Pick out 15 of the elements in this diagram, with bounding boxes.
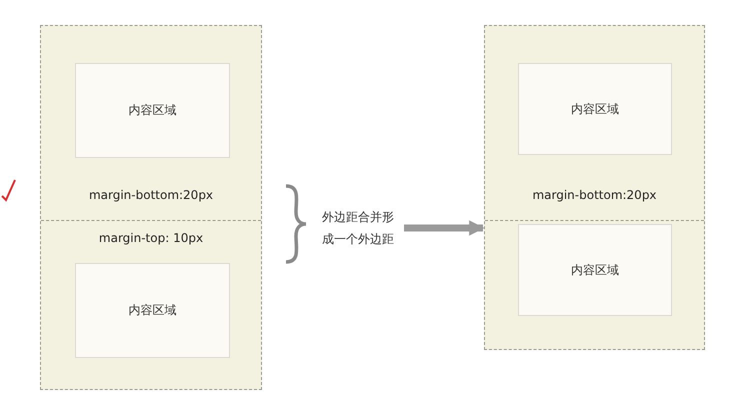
content-label: 内容区域 xyxy=(128,102,176,119)
content-label: 内容区域 xyxy=(571,100,619,118)
content-box xyxy=(75,63,230,158)
content-label: 内容区域 xyxy=(571,262,619,278)
margin-label: margin-bottom:20px xyxy=(88,188,214,202)
arrow xyxy=(404,220,485,236)
margin-label: margin-top: 10px xyxy=(98,231,204,245)
content-label: 内容区域 xyxy=(128,302,176,319)
content-box xyxy=(518,63,672,155)
merge-note: 外边距合并形成一个外边距 xyxy=(322,205,398,251)
margin-box xyxy=(484,25,705,350)
margin-box xyxy=(40,25,262,390)
margin-label: margin-bottom:20px xyxy=(531,188,658,202)
content-box xyxy=(75,263,230,358)
content-box xyxy=(518,224,672,316)
